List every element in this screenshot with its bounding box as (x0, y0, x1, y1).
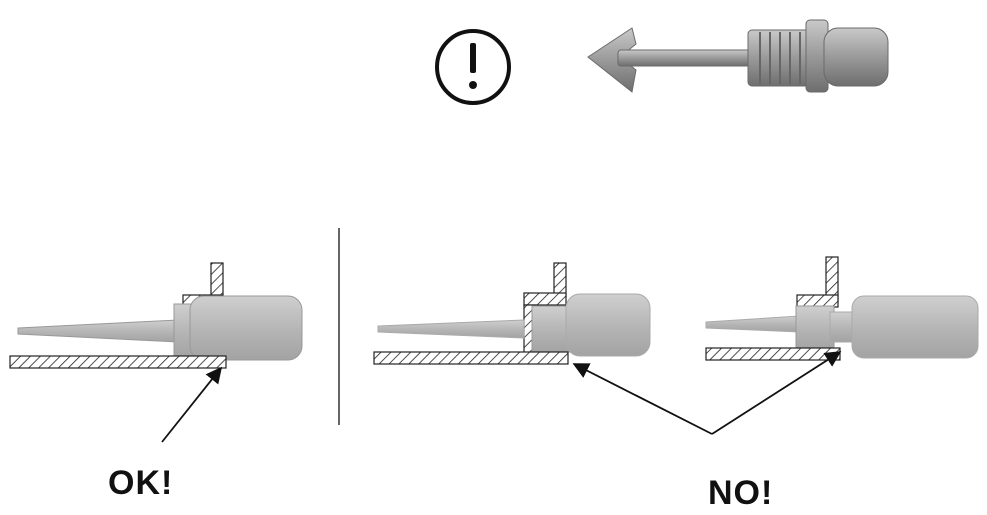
exclamation-circle-icon (435, 29, 511, 105)
no-label: NO! (708, 474, 774, 512)
no-example-2 (705, 256, 979, 361)
plug-with-arrow-icon (587, 19, 889, 93)
no-pointer-lines (572, 351, 842, 435)
ok-label: OK! (108, 464, 174, 502)
no-example-1 (373, 262, 651, 365)
ok-example (9, 262, 303, 443)
